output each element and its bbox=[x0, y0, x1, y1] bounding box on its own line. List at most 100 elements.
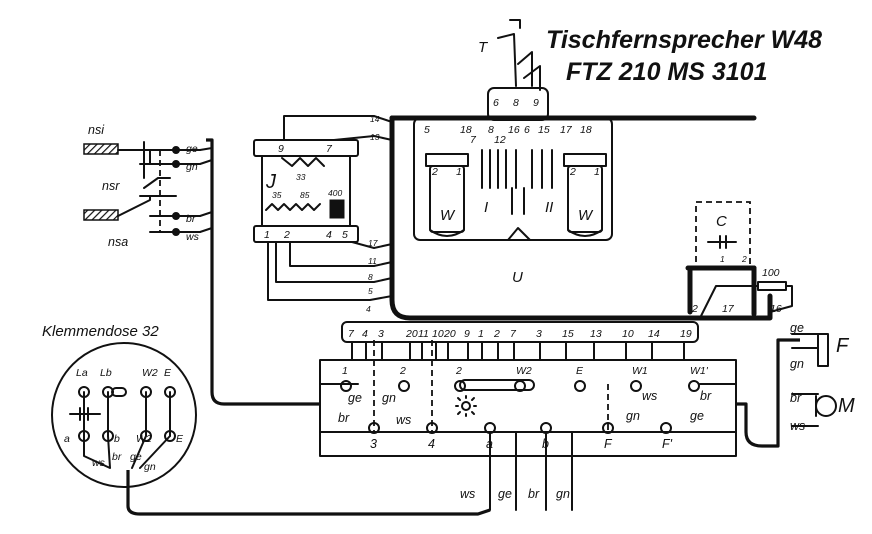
strip-row2-label: 4 bbox=[428, 437, 435, 451]
bottom-wire-br: br bbox=[528, 487, 540, 501]
transformer-top-7: 7 bbox=[326, 143, 333, 155]
strip-top-number: 1 bbox=[478, 328, 484, 340]
hook-contact-1: I bbox=[484, 199, 488, 216]
cap-wire-17: 17 bbox=[722, 303, 735, 315]
switch-nsi: nsi bbox=[88, 123, 105, 137]
switch-nsr: nsr bbox=[102, 179, 120, 193]
handset-wire-ge: ge bbox=[790, 321, 804, 335]
strip-inner-symbols bbox=[455, 379, 535, 417]
winding-85: 85 bbox=[300, 190, 310, 200]
strip-row1-label: W1 bbox=[632, 365, 648, 377]
strip-row1-terminal bbox=[398, 380, 410, 392]
transformer-side-11: 11 bbox=[368, 256, 377, 266]
handset-connection: ge gn br ws F M bbox=[736, 321, 855, 448]
strip-row2-label: 3 bbox=[370, 437, 377, 451]
ringer-contact-18: 18 bbox=[460, 124, 472, 136]
strip-wire-gn: gn bbox=[382, 391, 396, 405]
kd-term-Eb: E bbox=[176, 433, 184, 445]
switch-cable bbox=[206, 138, 320, 406]
ringer-top-num-1: 6 bbox=[493, 97, 499, 109]
ringer-top-num-2: 8 bbox=[513, 97, 519, 109]
switch-wire-gn: gn bbox=[186, 161, 198, 173]
strip-top-number: 13 bbox=[590, 328, 602, 340]
strip-row1-label: E bbox=[576, 365, 584, 377]
transformer-side-8: 8 bbox=[368, 272, 373, 282]
kd-wire-br: br bbox=[112, 451, 122, 463]
hook-contact-2: II bbox=[545, 199, 553, 216]
diagram-title: Tischfernsprecher W48 bbox=[546, 26, 822, 54]
strip-row1-terminal bbox=[688, 380, 700, 392]
transformer-side-14: 14 bbox=[370, 114, 380, 124]
strip-row2-label: F bbox=[604, 437, 613, 451]
ringer-contact-5: 5 bbox=[424, 124, 430, 136]
transformer-side-5: 5 bbox=[368, 286, 373, 296]
strip-top-number: 20 bbox=[443, 328, 456, 340]
strip-row1-label: W2 bbox=[516, 365, 532, 377]
strip-row1-terminal bbox=[574, 380, 586, 392]
strip-top-number: 9 bbox=[464, 328, 470, 340]
switch-nsa: nsa bbox=[108, 235, 128, 249]
strip-top-number: 19 bbox=[680, 328, 692, 340]
transformer-side-4: 4 bbox=[366, 304, 371, 314]
transformer-bot-1: 1 bbox=[264, 229, 270, 241]
bottom-wire-ws: ws bbox=[460, 487, 475, 501]
mic-label: M bbox=[838, 395, 855, 417]
strip-wire-ge2: ge bbox=[690, 409, 704, 423]
transformer-side-13: 13 bbox=[370, 132, 380, 142]
coil-left-term-1: 1 bbox=[456, 166, 462, 178]
winding-33: 33 bbox=[296, 172, 306, 182]
diagram-subtitle: FTZ 210 MS 3101 bbox=[566, 58, 767, 86]
switch-wire-br: br bbox=[186, 213, 196, 225]
hook-switch-group: T 6 8 9 bbox=[478, 19, 549, 121]
strip-top-number: 20 bbox=[405, 328, 418, 340]
strip-wire-ws2: ws bbox=[642, 389, 657, 403]
strip-wire-br2: br bbox=[700, 389, 712, 403]
ringer-contact-17: 17 bbox=[560, 124, 573, 136]
dial-switch: nsi nsr nsa ge gn br ws bbox=[83, 123, 201, 249]
bottom-wires: ws ge br gn bbox=[460, 431, 573, 511]
strip-row1-terminal bbox=[630, 380, 642, 392]
coil-right-term-2: 2 bbox=[569, 166, 576, 178]
winding-400: 400 bbox=[328, 188, 342, 198]
kd-wire-ge: ge bbox=[130, 451, 142, 463]
strip-top-number: 4 bbox=[362, 328, 368, 340]
handset-wire-gn: gn bbox=[790, 357, 804, 371]
strip-top-number: 3 bbox=[378, 328, 384, 340]
switch-wire-ws: ws bbox=[186, 231, 200, 243]
ringer-contact-6: 6 bbox=[524, 124, 530, 136]
capacitor-term-1: 1 bbox=[720, 254, 725, 264]
ringer-contact-16: 16 bbox=[508, 124, 520, 136]
handset-wire-ws: ws bbox=[790, 419, 805, 433]
capacitor-term-2: 2 bbox=[741, 254, 747, 264]
ringer-contact-8: 8 bbox=[488, 124, 494, 136]
strip-top-number: 7 bbox=[510, 328, 517, 340]
kd-term-a: a bbox=[64, 433, 70, 445]
coil-left-label: W bbox=[440, 207, 456, 224]
transformer-top-9: 9 bbox=[278, 143, 284, 155]
transformer-label: J bbox=[265, 171, 277, 193]
klemmendose-cable bbox=[126, 470, 491, 516]
strip-row1-label: 2 bbox=[455, 365, 462, 377]
kd-term-La: La bbox=[76, 367, 88, 379]
strip-top-number: 7 bbox=[348, 328, 355, 340]
kd-term-W2: W2 bbox=[142, 367, 158, 379]
coil-right-term-1: 1 bbox=[594, 166, 600, 178]
ringer-assembly: 5 18 7 8 12 16 6 15 17 18 2 1 W 2 1 W I … bbox=[413, 117, 613, 286]
cap-wire-2: 2 bbox=[691, 303, 698, 315]
coil-right-label: W bbox=[578, 207, 594, 224]
strip-row1-terminal bbox=[454, 380, 466, 392]
strip-row1-label: 1 bbox=[342, 365, 348, 377]
bottom-wire-ge: ge bbox=[498, 487, 512, 501]
handset-wire-br: br bbox=[790, 391, 802, 405]
klemmendose-title: Klemmendose 32 bbox=[42, 323, 159, 340]
strip-top-number: 3 bbox=[536, 328, 542, 340]
strip-row1-label: W1' bbox=[690, 365, 709, 377]
capacitor-label: C bbox=[716, 213, 727, 230]
kd-term-Lb: Lb bbox=[100, 367, 112, 379]
ringer-contact-7: 7 bbox=[470, 134, 477, 146]
strip-top-number: 11 bbox=[418, 328, 429, 340]
kd-wire-gn: gn bbox=[144, 461, 156, 473]
ringer-contact-12: 12 bbox=[494, 134, 506, 146]
transformer-bot-5: 5 bbox=[342, 229, 348, 241]
